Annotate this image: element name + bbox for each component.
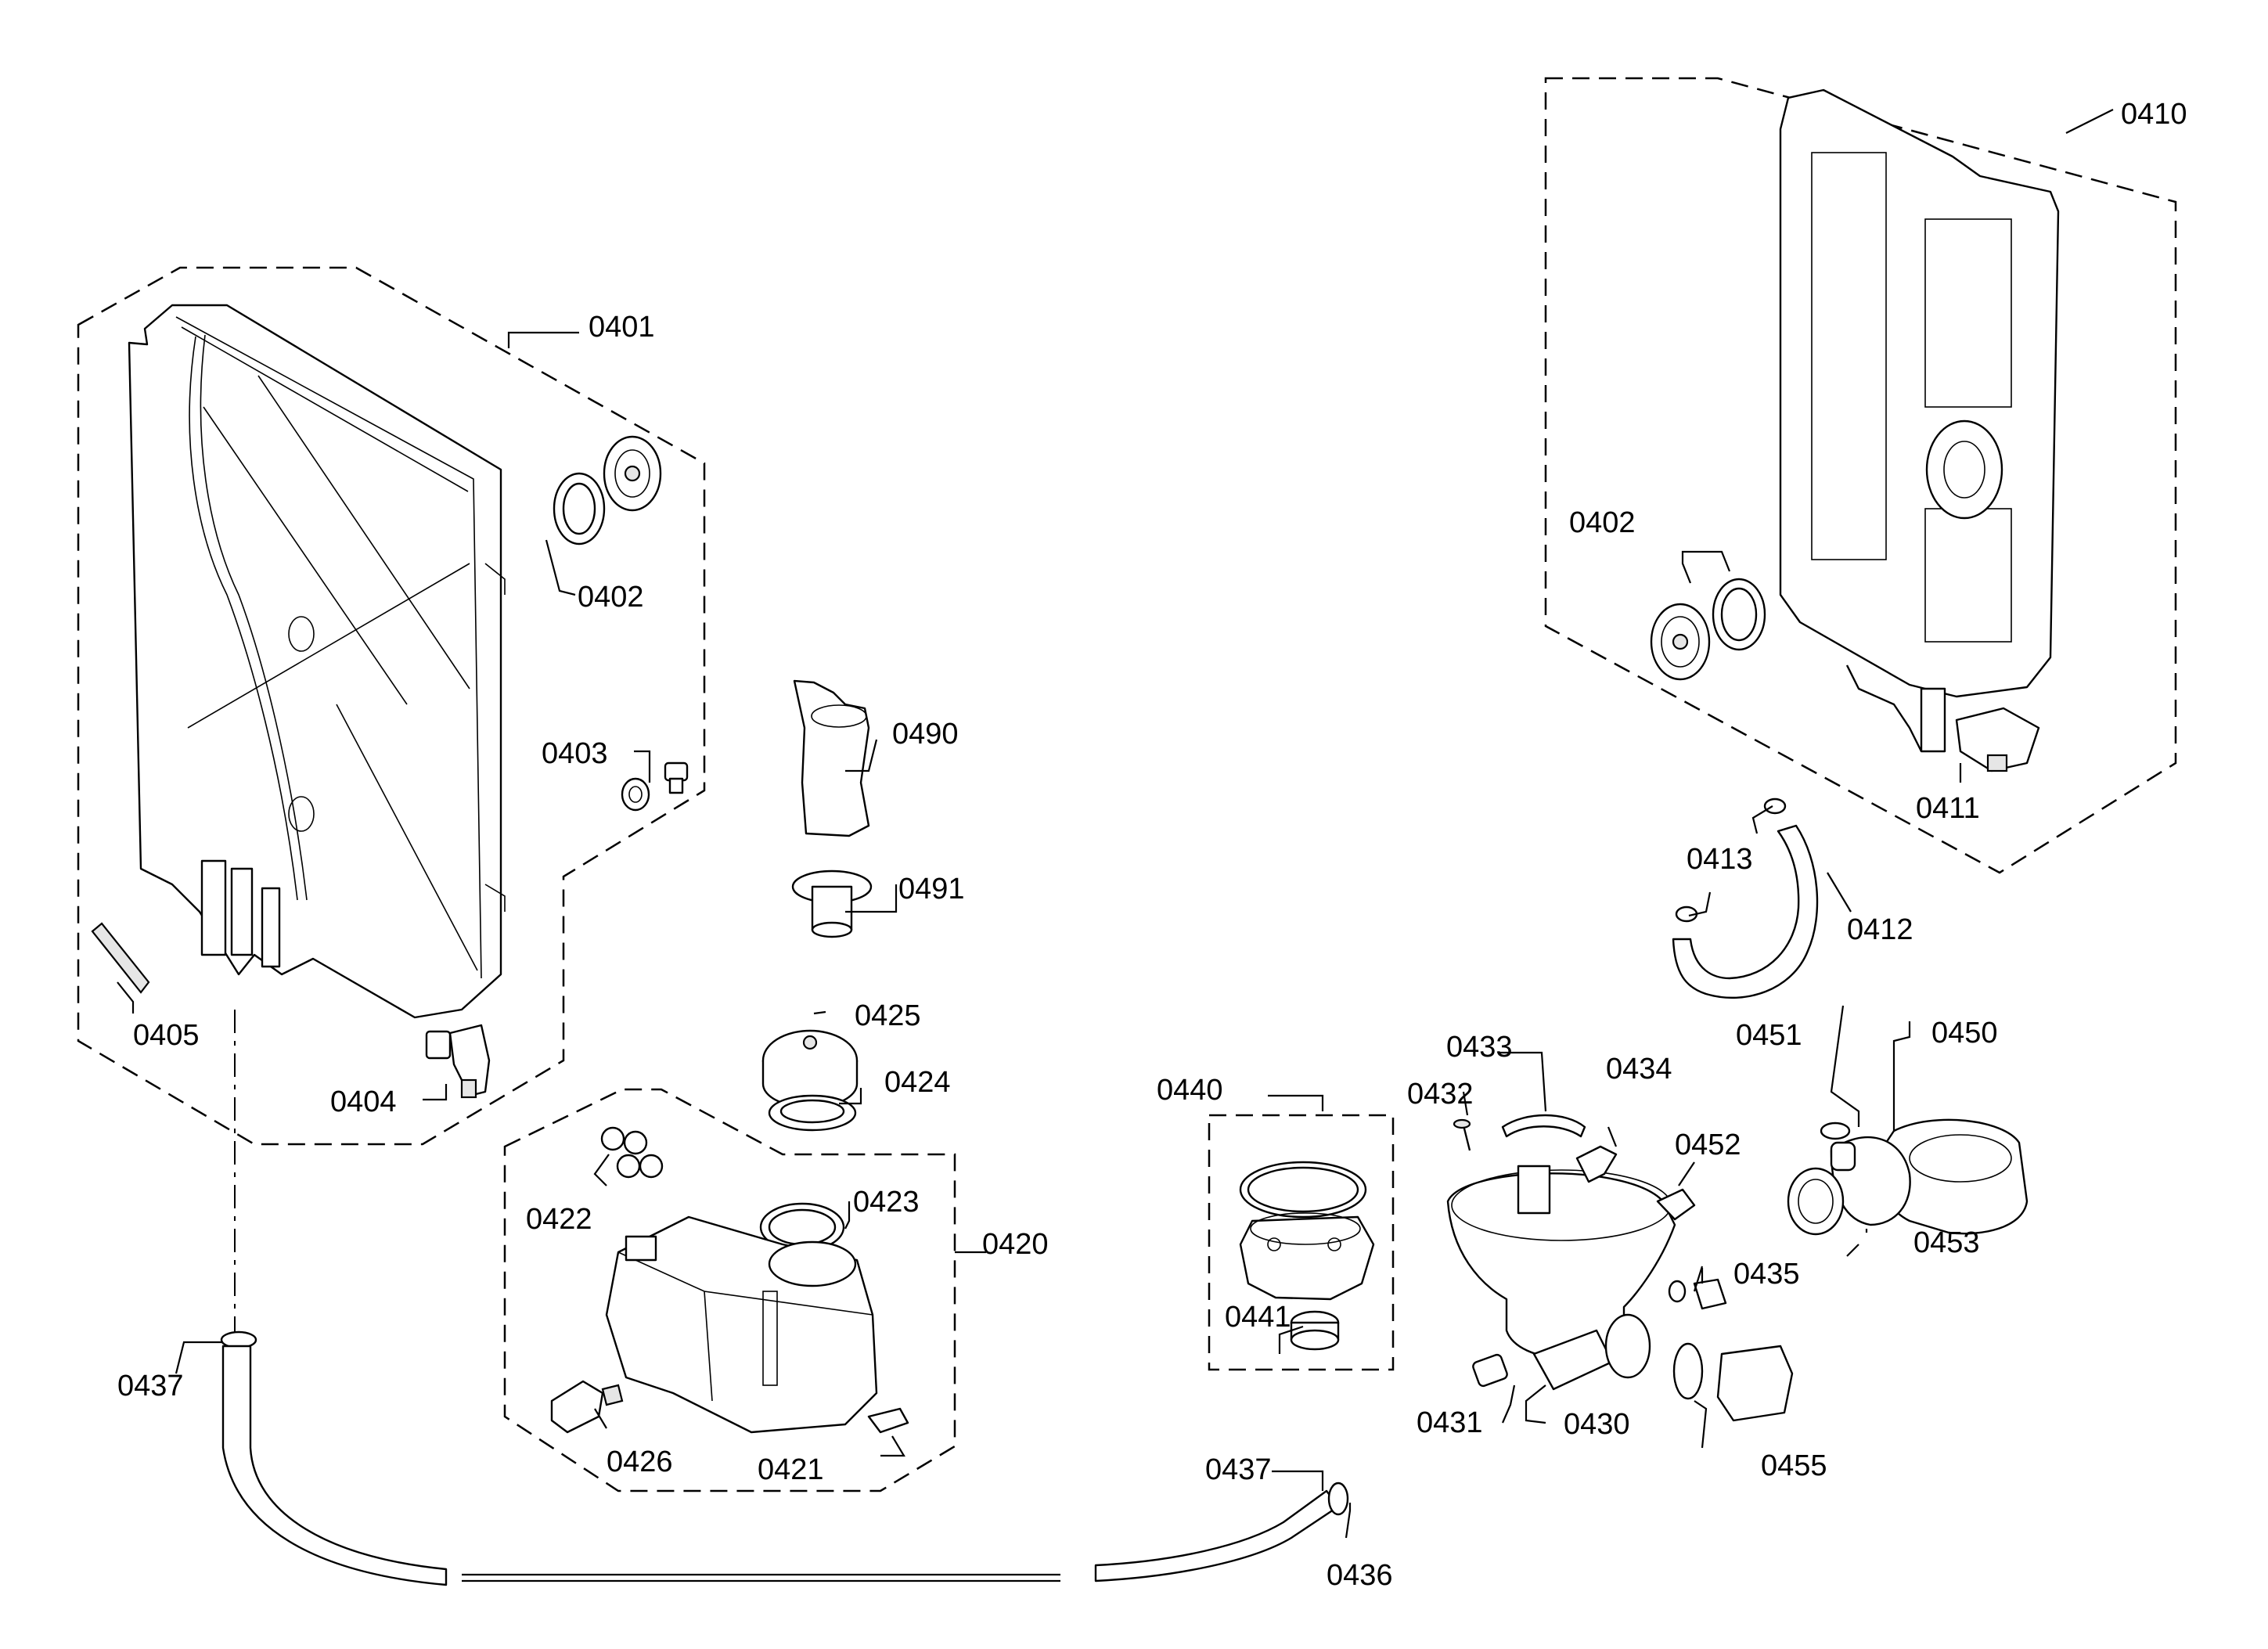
label-0411: 0411 (1916, 792, 1980, 825)
label-0412: 0412 (1847, 913, 1913, 946)
label-0424: 0424 (884, 1066, 951, 1099)
sensor-part-0435 (1668, 1278, 1727, 1310)
label-0450: 0450 (1931, 1017, 1998, 1050)
seal-ring-part-0440 (1239, 1161, 1367, 1219)
seal-part-0423 (759, 1202, 845, 1252)
label-0453: 0453 (1913, 1226, 1980, 1259)
label-0405: 0405 (133, 1019, 200, 1052)
valve-part-0411 (1955, 707, 2040, 772)
wheel-part-0402-right-cover (1650, 603, 1711, 681)
label-0452: 0452 (1675, 1129, 1741, 1161)
heat-pump-part-0450 (1830, 1118, 2029, 1235)
label-0426: 0426 (607, 1446, 673, 1478)
label-0437-left: 0437 (117, 1370, 184, 1402)
funnel-part-0490 (793, 679, 870, 837)
aquastop-valve-part-0404 (425, 1024, 491, 1099)
side-panel-part-0401 (128, 304, 506, 1019)
clip-part-0405 (91, 922, 150, 994)
drain-hose-part-0437 (220, 1010, 1349, 1586)
label-0437-right: 0437 (1205, 1453, 1272, 1486)
label-0410: 0410 (2121, 98, 2187, 131)
clip-part-0421 (867, 1407, 909, 1434)
label-0421: 0421 (758, 1453, 824, 1486)
group-border-sump-side (77, 266, 706, 1146)
part-labels: 0401 0402 0403 0404 0405 0410 0402 0411 … (117, 98, 2187, 1592)
label-0434: 0434 (1606, 1053, 1672, 1086)
label-0441: 0441 (1225, 1301, 1291, 1334)
hose-clamp-part-0413 (1675, 797, 1787, 923)
sump-part-0430 (1446, 1165, 1676, 1391)
plug-part-0403 (621, 761, 689, 812)
label-0403: 0403 (542, 737, 608, 770)
label-0435: 0435 (1733, 1258, 1800, 1291)
check-valve-part-0441 (1290, 1310, 1340, 1351)
fitting-part-0431 (1472, 1353, 1508, 1388)
label-0425: 0425 (855, 999, 921, 1032)
screw-part-0432 (1453, 1118, 1471, 1151)
label-0422: 0422 (526, 1203, 592, 1236)
label-0402-left: 0402 (578, 581, 644, 614)
label-0432: 0432 (1407, 1078, 1474, 1111)
label-0402-right: 0402 (1569, 506, 1636, 539)
label-0451: 0451 (1736, 1019, 1802, 1052)
label-0413: 0413 (1687, 843, 1753, 876)
seal-part-0402-left (553, 472, 606, 545)
leader-lines (117, 109, 2114, 1539)
label-0455: 0455 (1761, 1449, 1827, 1482)
wheel-part-0402-left-cover (603, 435, 662, 512)
cap-part-0491 (791, 870, 873, 938)
clip-part-0434 (1575, 1145, 1618, 1183)
sensor-part-0426 (550, 1380, 624, 1434)
label-0436: 0436 (1327, 1559, 1393, 1592)
ring-part-0424 (768, 1094, 857, 1132)
label-0440: 0440 (1157, 1074, 1223, 1107)
group-border-tank (1544, 77, 2177, 874)
inlet-part-0453 (1787, 1167, 1845, 1236)
cover-part-0433 (1501, 1114, 1586, 1138)
label-0490: 0490 (892, 718, 959, 751)
label-0433: 0433 (1446, 1031, 1513, 1064)
cap-part-0425 (761, 1029, 859, 1109)
label-0420: 0420 (982, 1228, 1049, 1261)
hose-part-0412 (1672, 824, 1819, 999)
label-0423: 0423 (853, 1186, 920, 1219)
hose-clamp-part-0451 (1820, 1122, 1851, 1140)
group-border-filter (1208, 1114, 1395, 1371)
label-0430: 0430 (1564, 1408, 1630, 1441)
filter-housing-part-0440 (1239, 1212, 1375, 1301)
group-border-softener (503, 1088, 956, 1492)
label-0404: 0404 (330, 1086, 397, 1118)
label-0491: 0491 (898, 873, 965, 906)
softener-housing-part-0420 (605, 1215, 878, 1434)
bracket-part-0452 (1656, 1188, 1696, 1221)
pump-part-0455 (1672, 1342, 1794, 1422)
label-0431: 0431 (1417, 1406, 1483, 1439)
seal-set-part-0422 (600, 1126, 664, 1179)
seal-part-0402-right (1712, 578, 1766, 651)
tank-part-0410 (1779, 88, 2060, 753)
label-0401: 0401 (589, 311, 655, 344)
